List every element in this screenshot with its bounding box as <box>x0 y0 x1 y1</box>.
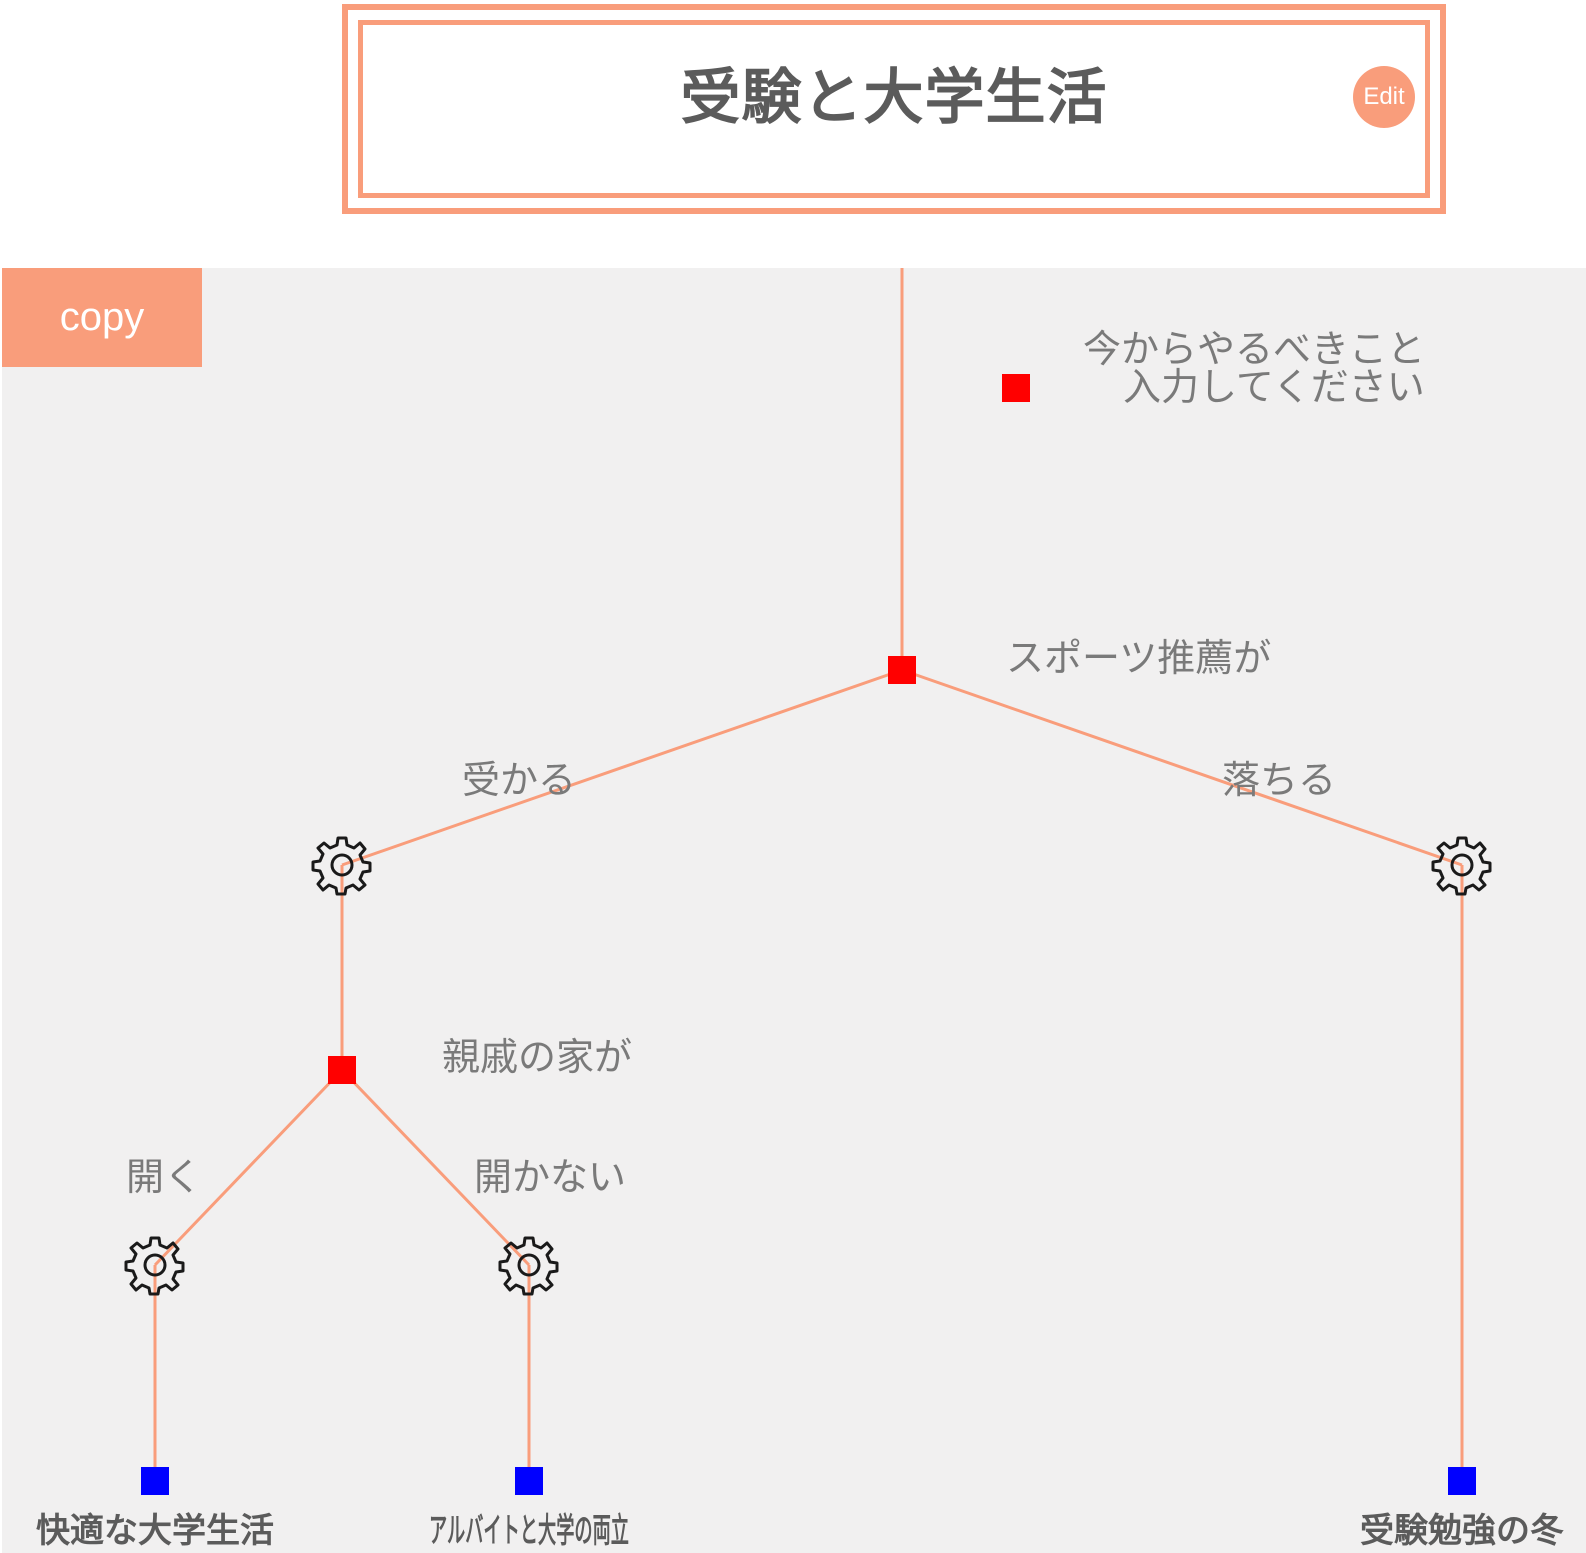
legend-line-2: 入力してください <box>1123 365 1425 409</box>
page-title: 受験と大学生活 <box>680 63 1108 133</box>
copy-button[interactable]: copy <box>2 268 202 367</box>
root-question-label: スポーツ推薦が <box>1006 636 1271 680</box>
relatives-question-label: 親戚の家が <box>442 1035 632 1079</box>
branch-label-pass: 受かる <box>462 758 576 802</box>
leaf-node-comfortable-life[interactable] <box>141 1467 169 1495</box>
branch-label-open: 開く <box>126 1155 202 1199</box>
title-inner-border <box>358 20 1430 198</box>
edge-root-to-fail <box>901 668 1463 867</box>
edge-root-to-pass <box>341 668 903 867</box>
branch-label-closed: 開かない <box>474 1155 626 1199</box>
legend-line-1: 今からやるべきこと <box>1083 327 1425 371</box>
gear-icon[interactable] <box>311 836 372 896</box>
leaf-node-work-and-study[interactable] <box>515 1467 543 1495</box>
decision-node-relatives[interactable] <box>328 1056 356 1084</box>
leaf-node-exam-winter[interactable] <box>1448 1467 1476 1495</box>
edit-button[interactable]: Edit <box>1353 66 1415 128</box>
outcome-label-work-and-study: アルバイトと大学の両立 <box>429 1511 629 1551</box>
legend-decision-node <box>1002 374 1030 402</box>
decision-node-root[interactable] <box>888 656 916 684</box>
gear-icon[interactable] <box>124 1236 185 1296</box>
edge-relatives-to-closed <box>340 1068 531 1267</box>
edge-relatives-to-open <box>153 1068 344 1267</box>
gear-icon[interactable] <box>1431 836 1492 896</box>
gear-icon[interactable] <box>498 1236 559 1296</box>
tree-canvas <box>2 268 1586 1553</box>
title-frame: 受験と大学生活 Edit <box>342 4 1446 214</box>
outcome-label-comfortable-life: 快適な大学生活 <box>36 1511 274 1551</box>
branch-label-fail: 落ちる <box>1222 758 1336 802</box>
outcome-label-exam-winter: 受験勉強の冬 <box>1360 1511 1564 1551</box>
